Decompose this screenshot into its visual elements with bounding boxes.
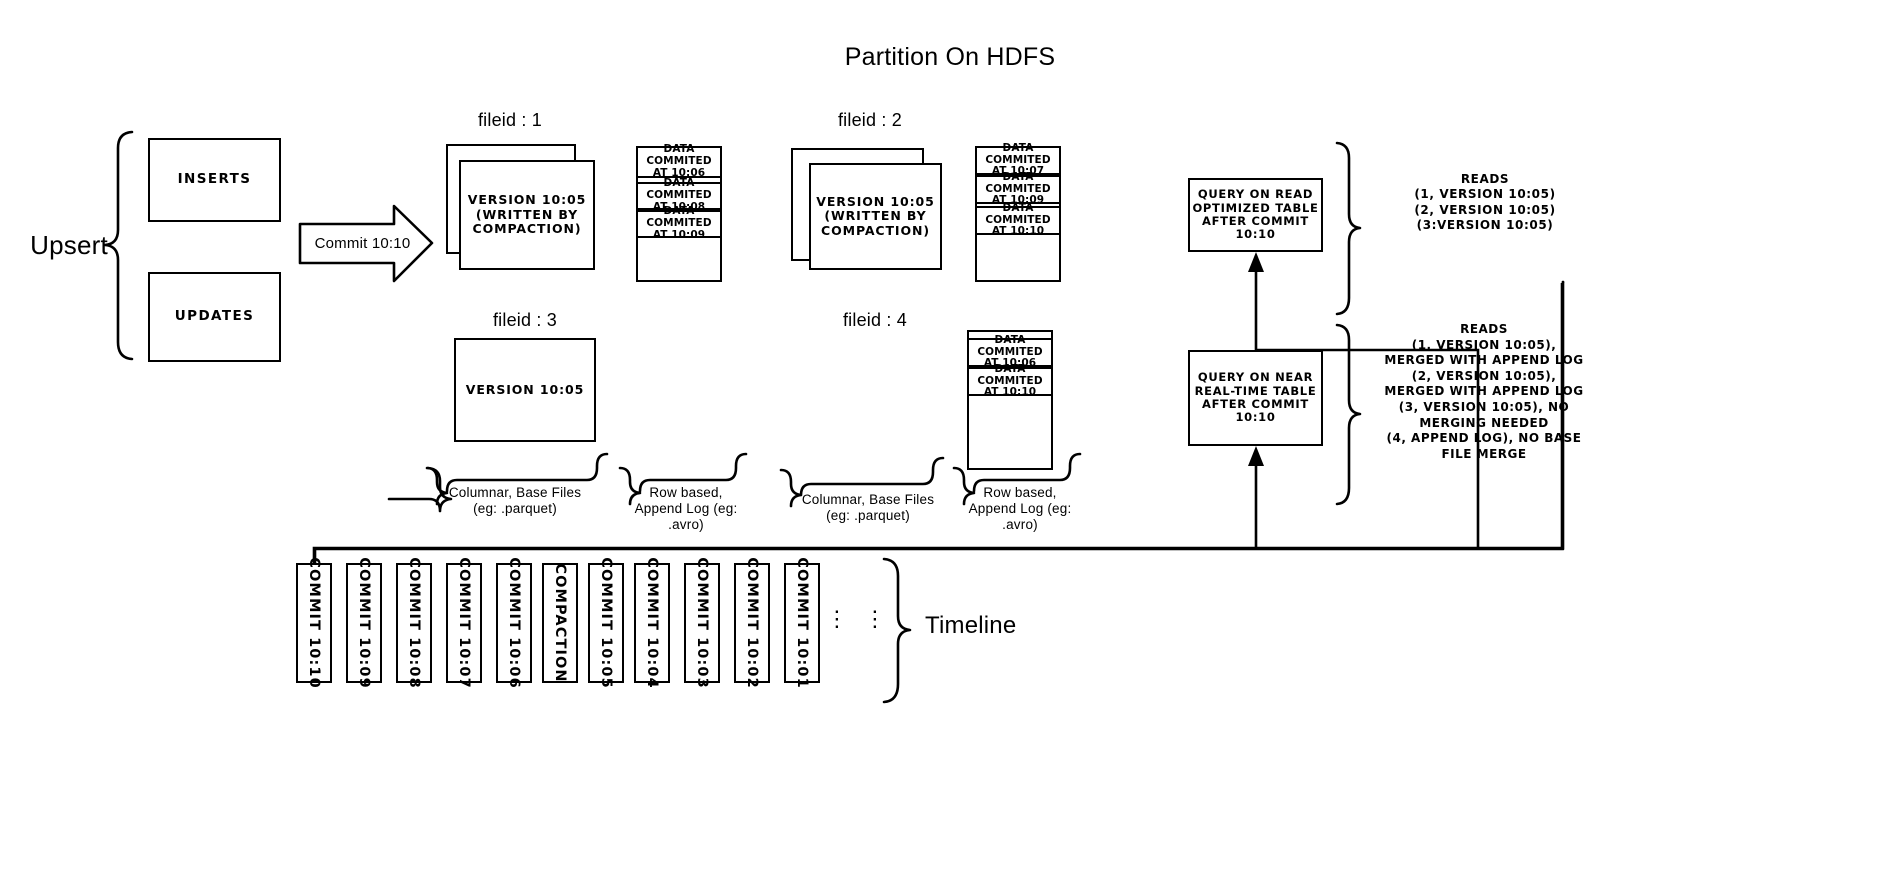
arrowhead-read-optimized bbox=[1248, 252, 1264, 272]
append-log-1-entry-2: DATA COMMITED AT 10:09 bbox=[636, 205, 722, 241]
timeline-chip-1[interactable]: COMMIT 10:09 bbox=[346, 557, 382, 689]
updates-box: UPDATES bbox=[148, 272, 281, 362]
timeline-chip-label: COMMIT 10:06 bbox=[506, 557, 522, 689]
timeline-chip-6[interactable]: COMMIT 10:05 bbox=[588, 557, 624, 689]
timeline-ellipsis-2: ⋮ bbox=[863, 606, 887, 631]
upsert-label: Upsert bbox=[30, 230, 108, 260]
query-near-realtime-box: QUERY ON NEAR REAL-TIME TABLE AFTER COMM… bbox=[1188, 350, 1323, 446]
inserts-box: INSERTS bbox=[148, 138, 281, 222]
timeline-chip-label: COMMIT 10:03 bbox=[694, 557, 710, 689]
caption-rowlog-right: Row based, Append Log (eg: .avro) bbox=[968, 485, 1072, 533]
timeline-chip-label: COMMIT 10:04 bbox=[644, 557, 660, 689]
append-log-1-entry-0: DATA COMMITED AT 10:06 bbox=[636, 143, 722, 179]
base-file-1-front: VERSION 10:05 (WRITTEN BY COMPACTION) bbox=[459, 160, 595, 270]
base-file-2-front: VERSION 10:05 (WRITTEN BY COMPACTION) bbox=[809, 163, 942, 270]
reads-near-realtime-text: READS (1, VERSION 10:05), MERGED WITH AP… bbox=[1384, 322, 1584, 461]
timeline-chip-8[interactable]: COMMIT 10:03 bbox=[684, 557, 720, 689]
append-log-2-entry-2: DATA COMMITED AT 10:10 bbox=[975, 202, 1061, 237]
caption-columnar-left: Columnar, Base Files (eg: .parquet) bbox=[448, 485, 582, 517]
timeline-chip-9[interactable]: COMMIT 10:02 bbox=[734, 557, 770, 689]
page-title: Partition On HDFS bbox=[844, 43, 1056, 71]
timeline-chip-4[interactable]: COMMIT 10:06 bbox=[496, 557, 532, 689]
timeline-chip-label: COMMIT 10:10 bbox=[306, 557, 322, 689]
timeline-chip-label: COMMIT 10:05 bbox=[598, 557, 614, 689]
timeline-ellipsis-1: ⋮ bbox=[825, 606, 849, 631]
reads-read-optimized-text: READS (1, VERSION 10:05) (2, VERSION 10:… bbox=[1414, 172, 1556, 233]
timeline-chip-label: COMMIT 10:09 bbox=[356, 557, 372, 689]
timeline-chip-label: COMMIT 10:08 bbox=[406, 557, 422, 689]
timeline-chip-label: COMMIT 10:07 bbox=[456, 557, 472, 689]
timeline-chip-0[interactable]: COMMIT 10:10 bbox=[296, 557, 332, 689]
timeline-chip-label: COMPACTION bbox=[552, 563, 568, 683]
append-log-1-entry-1: DATA COMMITED AT 10:08 bbox=[636, 177, 722, 213]
fileid-2-label: fileid : 2 bbox=[837, 110, 903, 130]
fileid-1-label: fileid : 1 bbox=[477, 110, 543, 130]
fileid-4-label: fileid : 4 bbox=[842, 310, 908, 330]
caption-columnar-right: Columnar, Base Files (eg: .parquet) bbox=[801, 492, 935, 524]
arrowhead-near-realtime bbox=[1248, 446, 1264, 466]
query-read-optimized-box: QUERY ON READ OPTIMIZED TABLE AFTER COMM… bbox=[1188, 178, 1323, 252]
brace-reads-read-optimized bbox=[1337, 143, 1360, 314]
append-log-2-entry-1: DATA COMMITED AT 10:09 bbox=[975, 171, 1061, 206]
append-log-4-entry-1: DATA COMMITED AT 10:10 bbox=[967, 363, 1053, 398]
timeline-chip-5[interactable]: COMPACTION bbox=[542, 563, 578, 683]
timeline-chip-label: COMMIT 10:02 bbox=[744, 557, 760, 689]
timeline-chip-label: COMMIT 10:01 bbox=[794, 557, 810, 689]
timeline-label: Timeline bbox=[925, 612, 1017, 639]
timeline-chip-10[interactable]: COMMIT 10:01 bbox=[784, 557, 820, 689]
timeline-chip-3[interactable]: COMMIT 10:07 bbox=[446, 557, 482, 689]
fileid-3-label: fileid : 3 bbox=[492, 310, 558, 330]
timeline-chip-2[interactable]: COMMIT 10:08 bbox=[396, 557, 432, 689]
append-log-2-entry-0: DATA COMMITED AT 10:07 bbox=[975, 142, 1061, 177]
commit-arrow-label: Commit 10:10 bbox=[314, 235, 411, 252]
timeline-chip-7[interactable]: COMMIT 10:04 bbox=[634, 557, 670, 689]
base-file-3: VERSION 10:05 bbox=[454, 338, 596, 442]
caption-rowlog-left: Row based, Append Log (eg: .avro) bbox=[634, 485, 738, 533]
